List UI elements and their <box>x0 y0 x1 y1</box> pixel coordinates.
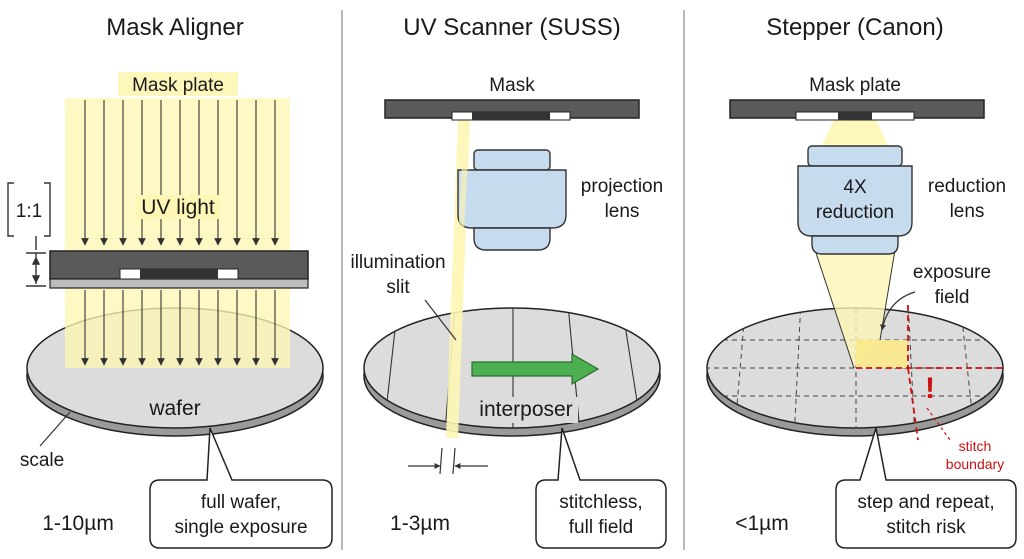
slit-label-line2: slit <box>386 277 410 298</box>
stitch-boundary-label-line1: stitch <box>959 438 992 454</box>
stepper-title: Stepper (Canon) <box>766 14 943 41</box>
warning-icon: ! <box>925 372 935 405</box>
stepper-resolution: <1µm <box>735 512 789 535</box>
scale-label: scale <box>20 450 64 471</box>
lens-inner-label-line2: reduction <box>816 202 894 223</box>
stepper-callout-line1: step and repeat, <box>857 492 994 513</box>
scanner-callout-line2: full field <box>569 517 633 538</box>
aligner-resolution: 1-10µm <box>42 512 114 535</box>
slit-leader <box>424 299 457 341</box>
scanner-title: UV Scanner (SUSS) <box>403 14 620 41</box>
aligner-mask-label: Mask plate <box>132 75 224 96</box>
panel-stepper: Stepper (Canon) Mask plate <box>706 14 1017 549</box>
reduction-lens <box>797 145 913 255</box>
uv-light-beam <box>65 98 290 368</box>
interposer-label: interposer <box>479 398 572 421</box>
stepper-callout-line2: stitch risk <box>886 517 966 538</box>
exposure-field-highlight <box>856 340 908 368</box>
scanner-mask <box>384 99 640 121</box>
uv-light-label: UV light <box>141 196 215 219</box>
aligner-title: Mask Aligner <box>106 14 243 41</box>
stepper-mask-label: Mask plate <box>809 75 901 96</box>
ratio-bracket <box>7 182 51 287</box>
lens-inner-label-line1: 4X <box>843 177 867 198</box>
stepper-callout: step and repeat, stitch risk <box>835 427 1017 549</box>
aligner-callout-line1: full wafer, <box>201 492 281 513</box>
uv-light-arrows <box>81 100 279 366</box>
scale-leader <box>39 411 71 447</box>
stepper-wafer <box>706 307 1004 437</box>
aligner-wafer-label: wafer <box>148 397 200 420</box>
ratio-label: 1:1 <box>16 201 42 222</box>
scanner-callout: stitchless, full field <box>535 427 667 549</box>
reduction-lens-label-line1: reduction <box>928 176 1006 197</box>
scanner-mask-label: Mask <box>489 75 535 96</box>
exposure-field-label-line2: field <box>935 287 970 308</box>
aligner-mask-plate <box>49 250 309 289</box>
projection-lens <box>457 149 567 251</box>
stepper-mask-plate <box>729 99 985 121</box>
slit-width-indicator <box>408 447 488 475</box>
scanner-resolution: 1-3µm <box>390 512 450 535</box>
reduction-lens-label-line2: lens <box>950 201 985 222</box>
mask-to-lens-beam <box>820 118 890 150</box>
exposure-field-pointer <box>880 291 916 331</box>
lens-to-wafer-cone <box>815 250 895 368</box>
stitch-boundary-lines <box>856 305 1002 441</box>
aligner-callout-line2: single exposure <box>174 517 307 538</box>
stitch-boundary-label-line2: boundary <box>946 456 1004 472</box>
projection-lens-label-line2: lens <box>605 201 640 222</box>
panel-uv-scanner: UV Scanner (SUSS) Mask <box>350 14 667 549</box>
panel-mask-aligner: Mask Aligner <box>7 14 333 549</box>
projection-lens-label-line1: projection <box>581 176 663 197</box>
stitch-boundary-leader <box>926 407 951 441</box>
aligner-callout: full wafer, single exposure <box>149 427 333 549</box>
scan-direction-arrow <box>471 352 600 386</box>
slit-label-line1: illumination <box>350 252 445 273</box>
exposure-field-label-line1: exposure <box>913 262 991 283</box>
scanner-callout-line1: stitchless, <box>559 492 642 513</box>
